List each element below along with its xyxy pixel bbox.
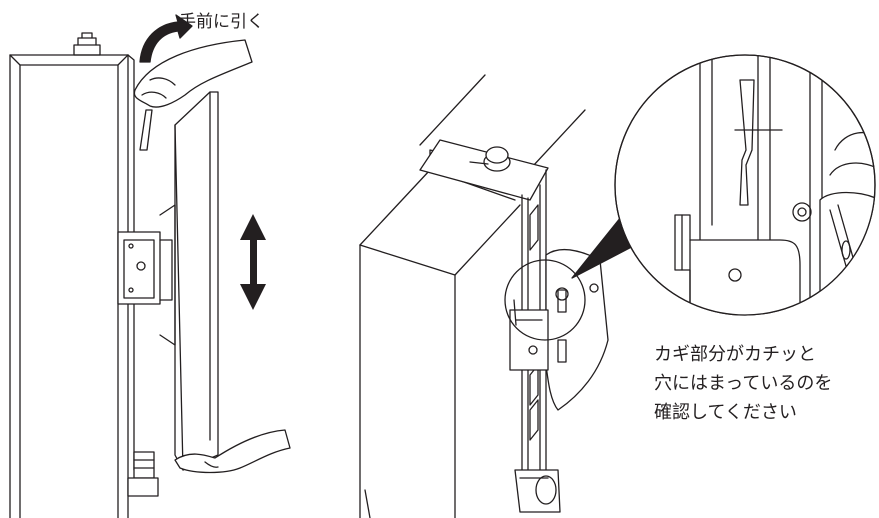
bottom-knob xyxy=(127,451,159,497)
bottom-hand-icon xyxy=(174,429,291,474)
left-figure-drawing xyxy=(9,14,291,518)
latch-check-note: カギ部分がカチッと 穴にはまっているのを 確認してください xyxy=(654,340,832,427)
latch-box xyxy=(509,287,569,371)
check-note-line-3: 確認してください xyxy=(654,402,797,423)
zoom-detail xyxy=(614,54,876,316)
top-plate xyxy=(419,139,549,201)
check-note-line-1: カギ部分がカチッと xyxy=(654,344,816,365)
middle-figure-drawing xyxy=(359,74,646,518)
up-down-arrow-icon xyxy=(240,214,266,310)
pull-toward-label: 手前に引く xyxy=(179,12,264,32)
lever-latch xyxy=(139,109,153,151)
zoom-marker xyxy=(504,259,586,341)
top-hand-icon xyxy=(133,39,253,108)
vesa-plate xyxy=(545,248,609,411)
column-block xyxy=(359,149,521,518)
monitor-side-view xyxy=(174,91,219,471)
check-note-line-2: 穴にはまっているのを xyxy=(654,373,833,394)
pull-arrow-icon xyxy=(139,14,193,63)
mount-bracket xyxy=(117,204,176,346)
wall-unit xyxy=(9,32,135,518)
middle-bottom-knob xyxy=(514,469,561,513)
